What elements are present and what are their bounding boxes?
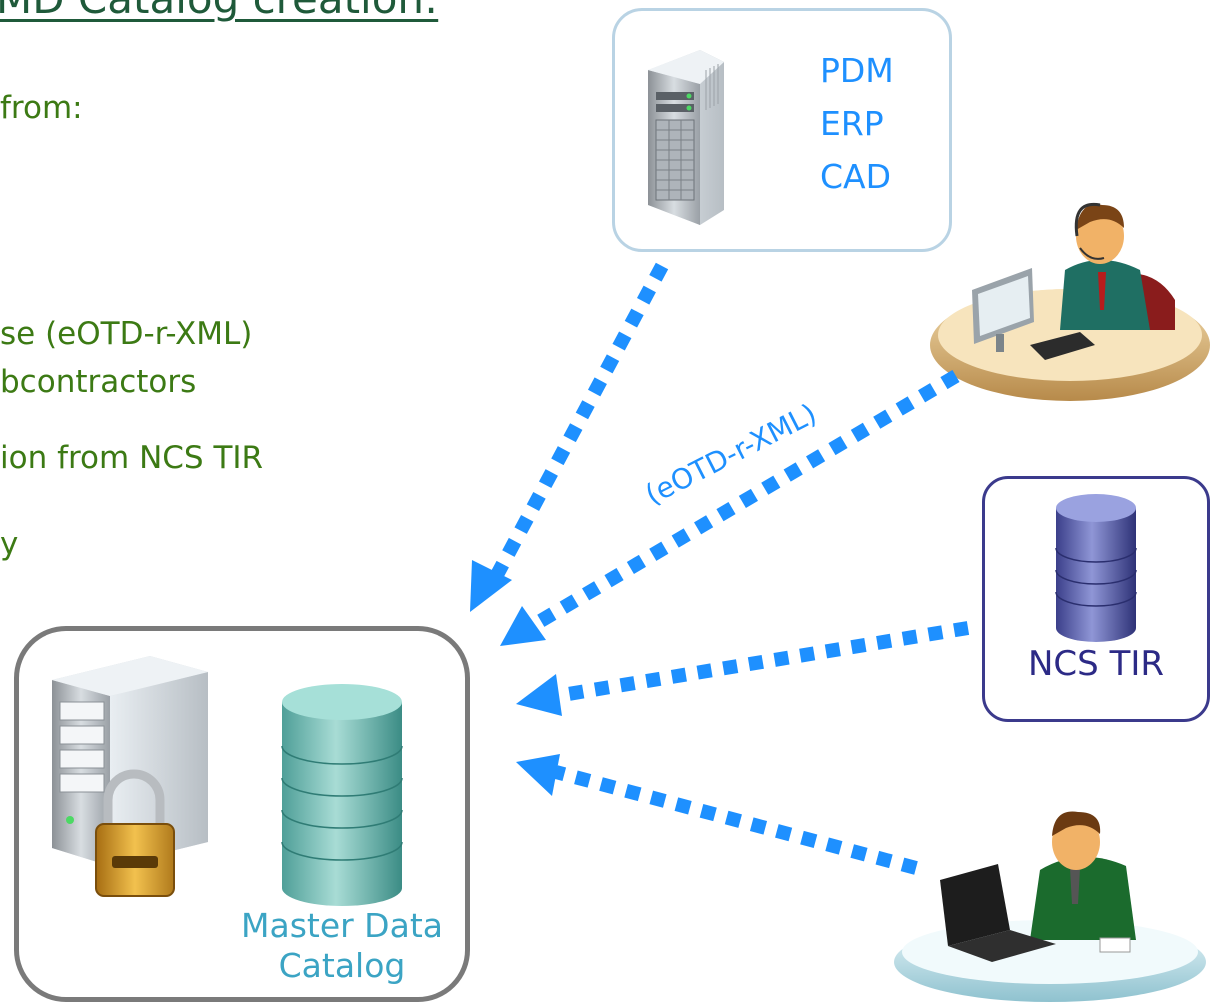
master-server-icon [52,656,208,866]
master-data-label-line1: Master Data [241,906,443,945]
arrowhead-user [516,754,560,796]
arrow-from-support-agent [528,369,960,633]
bullet-text-4: ion from NCS TIR [0,440,264,476]
bullet-text-1: from: [0,90,83,126]
arrowhead-source [470,560,512,612]
master-data-box [14,626,470,1002]
bullet-text-5: y [0,526,19,562]
source-systems-labels: PDM ERP CAD [820,44,894,203]
bullet-text-2: se (eOTD-r-XML) [0,316,253,352]
arrowhead-ncs [516,674,562,716]
ncs-tir-label: NCS TIR [1028,644,1164,684]
source-system-pdm: PDM [820,51,894,90]
user-laptop-icon [894,811,1206,1002]
support-agent-icon [930,202,1210,401]
master-database-icon [281,684,403,906]
slide-title: MD Catalog creation: [0,0,438,23]
source-system-cad: CAD [820,157,892,196]
lock-icon [95,769,175,897]
master-data-label-line2: Catalog [278,946,406,985]
arrow-from-user [554,765,918,875]
server-tower-icon [648,50,724,225]
master-data-label: Master Data Catalog [212,906,472,986]
ncs-tir-box [982,476,1210,722]
source-systems-box [612,8,952,252]
arrow-from-ncs-tir [554,621,970,703]
ncs-database-icon [1055,494,1137,642]
arrowhead-agent [500,606,546,646]
bullet-text-3: bcontractors [0,364,197,400]
arrow-from-source-systems [483,262,669,592]
source-system-erp: ERP [820,104,884,143]
